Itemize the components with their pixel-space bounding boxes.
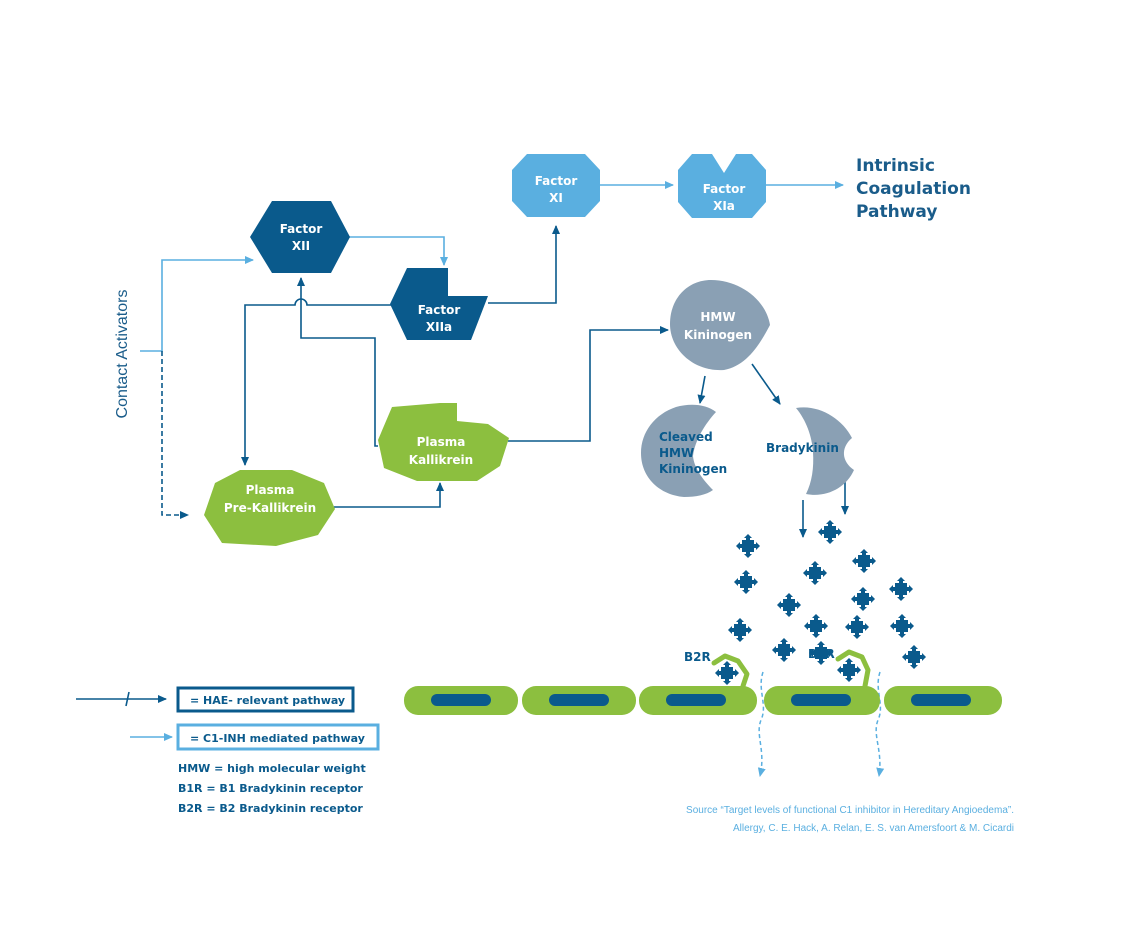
- connectors: [140, 181, 885, 777]
- cell-nucleus: [666, 694, 726, 706]
- prekallikrein-label-2: Pre-Kallikrein: [224, 501, 316, 515]
- bradykinin-molecule: [837, 658, 861, 682]
- plasma-prekallikrein-node: Plasma Pre-Kallikrein: [204, 470, 335, 546]
- factor-xi-label-2: XI: [549, 191, 563, 205]
- arrow-xiia-to-prekallikrein: [241, 298, 396, 466]
- cell-nucleus: [791, 694, 851, 706]
- source-line-2: Allergy, C. E. Hack, A. Relan, E. S. van…: [733, 823, 1014, 834]
- factor-xia-node: Factor XIa: [678, 154, 766, 218]
- factor-xiia-label-1: Factor: [418, 303, 461, 317]
- hmw-kininogen-node: HMW Kininogen: [670, 280, 770, 371]
- cleaved-label-1: Cleaved: [659, 430, 713, 444]
- hmw-kininogen-label-1: HMW: [700, 310, 735, 324]
- source-line-1: Source “Target levels of functional C1 i…: [686, 805, 1014, 816]
- cleaved-hmw-kininogen-node: Cleaved HMW Kininogen: [641, 404, 727, 497]
- leak-arrow-1: [757, 671, 766, 777]
- bradykinin-molecule: [736, 534, 760, 558]
- arrow-contact-to-prekallikrein: [161, 351, 189, 519]
- legend-c1inh-label: = C1-INH mediated pathway: [190, 732, 365, 745]
- cleaved-label-3: Kininogen: [659, 462, 727, 476]
- factor-xia-label-1: Factor: [703, 182, 746, 196]
- arrow-contact-to-factor-xii: [140, 256, 254, 352]
- arrow-factor-xii-to-xiia: [348, 236, 448, 266]
- legend-c1inh-box: [176, 723, 380, 751]
- bradykinin-node: Bradykinin: [766, 407, 854, 495]
- factor-xi-label-1: Factor: [535, 174, 578, 188]
- bradykinin-molecule: [804, 614, 828, 638]
- b1r-receptor: B1R: [808, 647, 871, 689]
- cell-nucleus: [431, 694, 491, 706]
- bradykinin-molecule: [734, 570, 758, 594]
- leak-arrow-2: [875, 671, 885, 777]
- bradykinin-molecule: [728, 618, 752, 642]
- b2r-receptor: B2R: [684, 650, 750, 689]
- cell-nucleus: [911, 694, 971, 706]
- endothelial-cells: [404, 686, 1002, 715]
- hmw-kininogen-label-2: Kininogen: [684, 328, 752, 342]
- factor-xia-label-2: XIa: [713, 199, 735, 213]
- factor-xii-node: Factor XII: [250, 201, 350, 273]
- cleaved-label-2: HMW: [659, 446, 694, 460]
- arrow-xiia-to-factor-xi: [488, 225, 560, 304]
- legend-def-b2r: B2R = B2 Bradykinin receptor: [178, 802, 363, 815]
- intrinsic-label-2: Coagulation: [856, 179, 971, 199]
- bradykinin-molecule: [845, 615, 869, 639]
- plasma-kallikrein-label-2: Kallikrein: [409, 453, 473, 467]
- legend-hae-label: = HAE- relevant pathway: [190, 694, 345, 707]
- legend-def-b1r: B1R = B1 Bradykinin receptor: [178, 782, 363, 795]
- bradykinin-molecule: [772, 638, 796, 662]
- legend-def-hmw: HMW = high molecular weight: [178, 762, 366, 775]
- source-citation: Source “Target levels of functional C1 i…: [686, 805, 1014, 834]
- arrow-kallikrein-to-factor-xii: [297, 277, 378, 447]
- legend: = HAE- relevant pathway = C1-INH mediate…: [76, 686, 380, 815]
- plasma-kallikrein-node: Plasma Kallikrein: [378, 403, 509, 481]
- cell-nucleus: [549, 694, 609, 706]
- factor-xii-label-2: XII: [292, 239, 310, 253]
- bradykinin-molecule: [818, 520, 842, 544]
- intrinsic-label-3: Pathway: [856, 202, 937, 222]
- bradykinin-molecule: [889, 577, 913, 601]
- b2r-label: B2R: [684, 650, 711, 664]
- prekallikrein-label-1: Plasma: [246, 483, 295, 497]
- intrinsic-coagulation-pathway-label: Intrinsic Coagulation Pathway: [856, 156, 971, 222]
- factor-xi-node: Factor XI: [512, 154, 600, 217]
- arrow-prekallikrein-to-kallikrein: [334, 482, 444, 508]
- bradykinin-molecule: [852, 549, 876, 573]
- factor-xiia-label-2: XIIa: [426, 320, 452, 334]
- bradykinin-label: Bradykinin: [766, 441, 839, 455]
- bradykinin-molecule: [902, 645, 926, 669]
- arrow-hmw-to-bradykinin: [751, 363, 781, 405]
- bradykinin-molecule: [803, 561, 827, 585]
- intrinsic-label-1: Intrinsic: [856, 156, 935, 176]
- plasma-kallikrein-label-1: Plasma: [417, 435, 466, 449]
- bradykinin-molecule: [715, 661, 739, 685]
- bradykinin-molecule: [890, 614, 914, 638]
- bradykinin-molecule: [851, 587, 875, 611]
- contact-activators-label: Contact Activators: [114, 290, 131, 419]
- factor-xii-label-1: Factor: [280, 222, 323, 236]
- b1r-label: B1R: [808, 647, 835, 661]
- factor-xiia-node: Factor XIIa: [390, 268, 488, 340]
- arrow-hmw-to-cleaved: [697, 375, 706, 404]
- bradykinin-molecule: [777, 593, 801, 617]
- legend-inhibit-tick-icon: [125, 691, 130, 707]
- legend-hae-box: [176, 686, 355, 713]
- arrow-kallikrein-to-hmw: [508, 326, 669, 442]
